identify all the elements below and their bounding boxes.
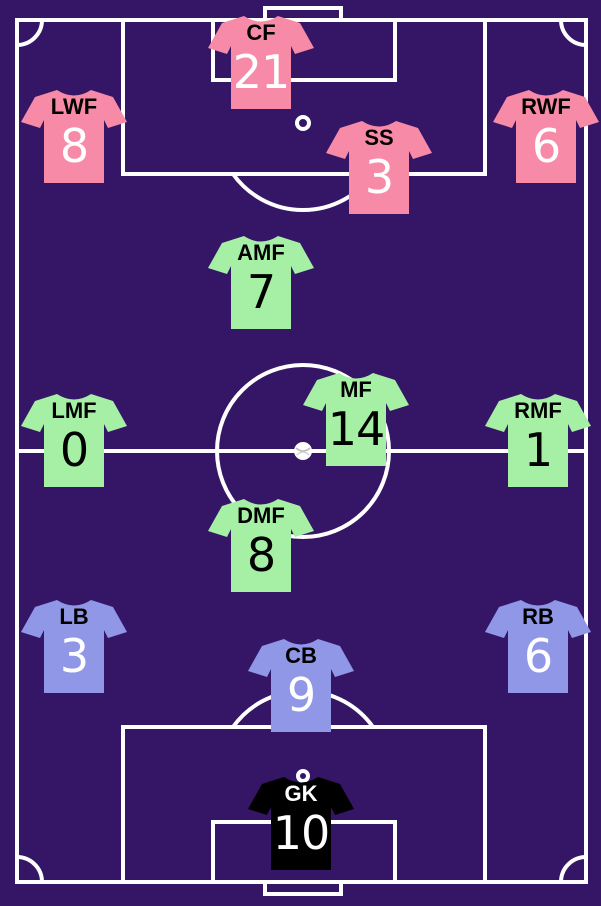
player-lmf[interactable]: LMF 0 — [19, 392, 129, 488]
corner-arc-bottom-left — [16, 855, 44, 883]
shirt-number: 0 — [59, 423, 89, 477]
shirt-icon — [248, 639, 354, 732]
bottom-penalty-spot — [296, 769, 310, 783]
shirt-icon — [21, 394, 127, 487]
corner-arc-top-left — [16, 19, 44, 47]
shirt-icon — [493, 90, 599, 183]
position-label: DMF — [237, 503, 285, 528]
shirt-number: 21 — [232, 45, 291, 99]
shirt-icon — [21, 600, 127, 693]
player-cb[interactable]: CB 9 — [246, 637, 356, 733]
shirt-icon — [326, 121, 432, 214]
shirt-number: 1 — [523, 423, 553, 477]
position-label: LMF — [51, 398, 97, 423]
shirt-number: 3 — [364, 150, 394, 204]
position-label: SS — [364, 125, 394, 150]
player-dmf[interactable]: DMF 8 — [206, 497, 316, 593]
top-penalty-spot — [295, 115, 311, 131]
shirt-number: 7 — [246, 265, 276, 319]
position-label: GK — [284, 781, 318, 806]
bottom-goal — [263, 880, 343, 896]
position-label: MF — [340, 377, 372, 402]
shirt-icon — [303, 373, 409, 466]
position-label: RMF — [514, 398, 562, 423]
ball-icon — [294, 442, 312, 460]
shirt-number: 6 — [531, 119, 561, 173]
shirt-number: 8 — [59, 119, 89, 173]
player-rmf[interactable]: RMF 1 — [483, 392, 593, 488]
shirt-icon — [485, 394, 591, 487]
shirt-icon — [208, 16, 314, 109]
position-label: LB — [59, 604, 89, 629]
position-label: CB — [285, 643, 317, 668]
corner-arc-top-right — [559, 19, 587, 47]
player-ss[interactable]: SS 3 — [324, 119, 434, 215]
shirt-number: 14 — [327, 402, 386, 456]
shirt-number: 10 — [272, 806, 331, 860]
player-gk[interactable]: GK 10 — [246, 775, 356, 871]
player-rwf[interactable]: RWF 6 — [491, 88, 601, 184]
shirt-icon — [485, 600, 591, 693]
corner-arc-bottom-right — [559, 855, 587, 883]
shirt-icon — [208, 236, 314, 329]
position-label: CF — [246, 20, 276, 45]
position-label: LWF — [50, 94, 98, 119]
shirt-icon — [248, 777, 354, 870]
player-lb[interactable]: LB 3 — [19, 598, 129, 694]
shirt-number: 8 — [246, 528, 276, 582]
shirt-number: 3 — [59, 629, 89, 683]
shirt-number: 6 — [523, 629, 553, 683]
position-label: RWF — [521, 94, 571, 119]
player-mf[interactable]: MF 14 — [301, 371, 411, 467]
center-circle — [215, 363, 391, 539]
shirt-icon — [208, 499, 314, 592]
position-label: RB — [522, 604, 554, 629]
shirt-icon — [21, 90, 127, 183]
player-lwf[interactable]: LWF 8 — [19, 88, 129, 184]
position-label: AMF — [237, 240, 285, 265]
player-amf[interactable]: AMF 7 — [206, 234, 316, 330]
player-rb[interactable]: RB 6 — [483, 598, 593, 694]
player-cf[interactable]: CF 21 — [206, 14, 316, 110]
shirt-number: 9 — [286, 668, 316, 722]
top-goal — [263, 6, 343, 22]
